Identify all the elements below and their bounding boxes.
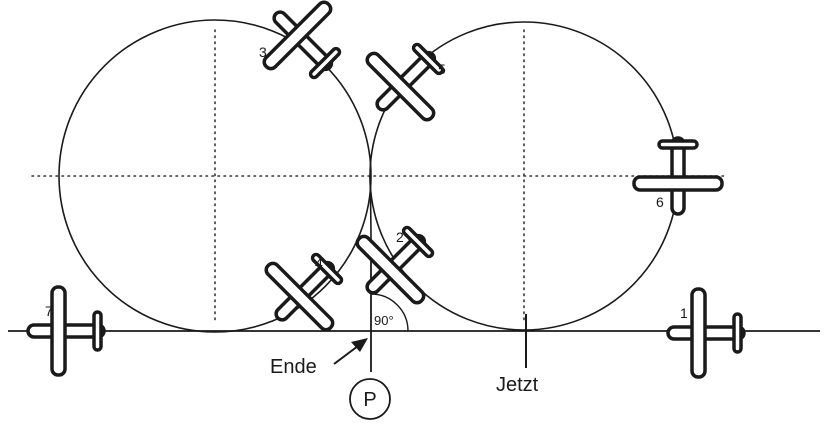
plane-number-7: 7: [45, 303, 53, 319]
plane-number-4: 4: [315, 255, 323, 271]
angle-arc: [370, 293, 409, 332]
plane-number-2: 2: [396, 229, 404, 245]
airplane-2-icon: [336, 204, 456, 324]
end-label: Ende: [270, 356, 317, 378]
end-arrow-shaft: [333, 345, 359, 365]
now-label: Jetzt: [496, 374, 539, 396]
airplane-6-icon: [632, 136, 724, 216]
point-p-circle: [349, 378, 391, 420]
plane-number-6: 6: [656, 194, 664, 210]
angle-label: 90°: [374, 313, 394, 328]
plane-number-3: 3: [259, 44, 267, 60]
entry-curve: [369, 175, 372, 246]
airplane-7-icon: [26, 285, 106, 377]
plane-number-1: 1: [680, 305, 688, 321]
airplane-1-icon: [666, 287, 746, 379]
left-circle: [58, 19, 372, 333]
plane-number-5: 5: [438, 61, 446, 77]
airplane-5-icon: [346, 21, 466, 141]
end-arrow-head: [351, 338, 368, 352]
point-p-label: P: [363, 389, 376, 411]
